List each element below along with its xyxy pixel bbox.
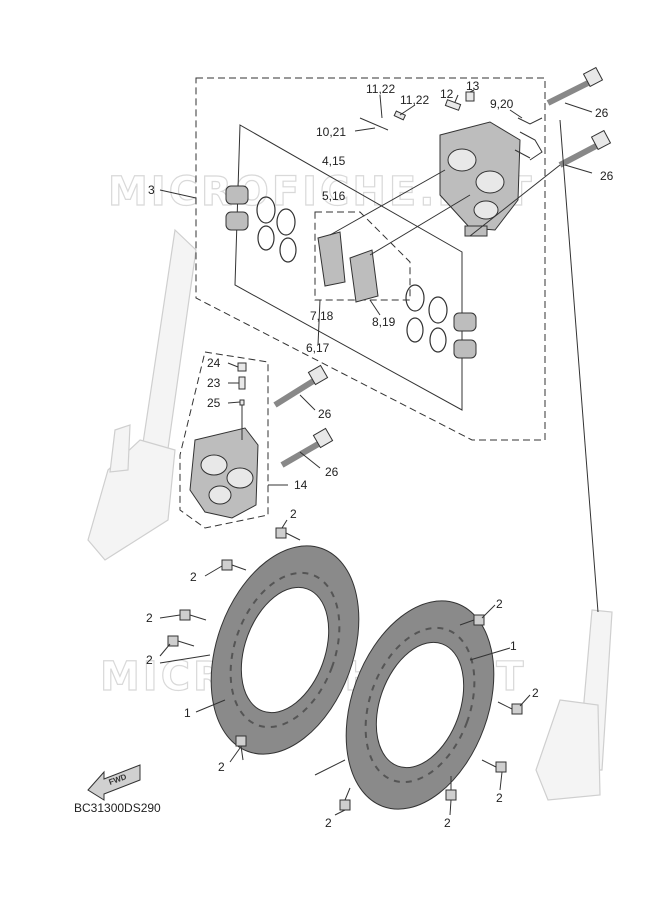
label-4-15: 4,15 (322, 154, 346, 168)
leader-26-to-fork (559, 119, 599, 613)
leader-26b-to-caliper (469, 164, 561, 237)
label-2-j: 2 (325, 816, 332, 830)
label-24: 24 (207, 356, 221, 370)
label-26-b: 26 (600, 169, 614, 183)
brake-pad-right (349, 249, 379, 303)
label-13: 13 (466, 79, 480, 93)
leader-lines (159, 89, 593, 816)
label-14: 14 (294, 478, 308, 492)
cap-13 (465, 91, 475, 102)
caliper-bolt-26-upper-a (546, 66, 604, 106)
piston-left-b (225, 211, 249, 231)
label-26-a: 26 (595, 106, 609, 120)
piston-seals-right (405, 284, 448, 353)
label-11-22-a: 11,22 (366, 82, 395, 96)
diagram-code: BC31300DS290 (74, 801, 161, 815)
front-caliper-lower (189, 427, 259, 519)
caliper-bolt-26-lower-a (273, 364, 329, 408)
label-2-f: 2 (496, 597, 503, 611)
label-1-b: 1 (510, 639, 517, 653)
piston-right-b (453, 339, 477, 359)
pad-group-box (314, 211, 411, 301)
caliper-kit-group-box (195, 77, 546, 441)
seal-kit-group-outline (234, 124, 463, 411)
label-2-c: 2 (146, 611, 153, 625)
label-2-d: 2 (146, 653, 153, 667)
label-2-a: 2 (290, 507, 297, 521)
label-12: 12 (440, 87, 454, 101)
pin-clip-11-22 (393, 110, 407, 121)
label-2-h: 2 (496, 791, 503, 805)
brake-disc-left (210, 545, 360, 755)
bleeder-cap-24 (237, 362, 247, 372)
label-2-e: 2 (218, 760, 225, 774)
piston-left-a (225, 185, 249, 205)
label-10-21: 10,21 (316, 125, 346, 139)
label-23: 23 (207, 376, 221, 390)
label-2-g: 2 (532, 686, 539, 700)
label-11-22-b: 11,22 (400, 93, 429, 107)
guide-line-a (329, 169, 446, 236)
pad-spring (514, 117, 543, 161)
bleeder-23 (238, 376, 246, 390)
bleed-screw-12 (444, 99, 462, 111)
label-8-19: 8,19 (372, 315, 396, 329)
label-26-c: 26 (318, 407, 332, 421)
forward-arrow-icon: FWD (87, 764, 141, 801)
label-2-b: 2 (190, 570, 197, 584)
piston-seals-left (256, 196, 297, 263)
label-6-17: 6,17 (306, 341, 330, 355)
left-fork-leg (87, 228, 197, 561)
right-fork-leg (535, 609, 613, 801)
label-5-16: 5,16 (322, 189, 346, 203)
rear-caliper-group-box (179, 351, 269, 529)
brake-pad-left (317, 231, 346, 287)
brake-disc-right (345, 600, 495, 810)
caliper-bolt-26-upper-b (558, 129, 612, 168)
guide-line-b (369, 194, 471, 256)
front-caliper-upper (439, 121, 521, 237)
label-2-i: 2 (444, 816, 451, 830)
label-3: 3 (148, 183, 155, 197)
caliper-bolt-26-lower-b (280, 427, 334, 468)
pad-pin-10-21 (359, 117, 389, 131)
label-25: 25 (207, 396, 221, 410)
label-1-a: 1 (184, 706, 191, 720)
label-26-d: 26 (325, 465, 339, 479)
ball-25 (239, 399, 245, 406)
label-7-18: 7,18 (310, 309, 334, 323)
label-9-20: 9,20 (490, 97, 514, 111)
disc-bolts (167, 527, 523, 811)
piston-right-a (453, 312, 477, 332)
